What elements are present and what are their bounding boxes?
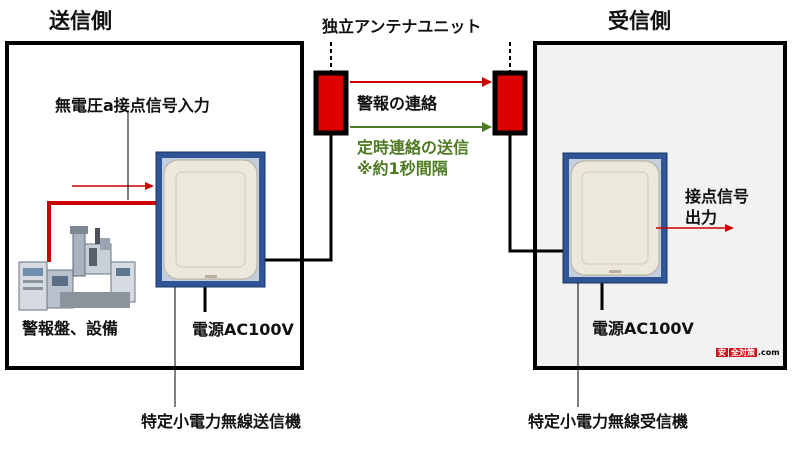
equipment-label: 警報盤、設備 xyxy=(22,319,119,338)
receiver-power-label: 電源AC100V xyxy=(592,319,694,338)
transmitter-label: 特定小電力無線送信機 xyxy=(141,412,302,431)
sender-power-label: 電源AC100V xyxy=(192,320,294,339)
receiver-antenna-cable xyxy=(508,133,563,253)
site-logo: 安全対策.com xyxy=(716,347,780,358)
periodic-label: 定時連絡の送信 xyxy=(357,138,470,157)
alarm-arrowhead xyxy=(482,77,492,87)
output-label: 接点信号 xyxy=(685,187,750,206)
logo-mark-2: 全対策 xyxy=(729,348,757,357)
output-label-2: 出力 xyxy=(685,208,718,227)
receiver-device xyxy=(562,152,668,284)
receiver-label: 特定小電力無線受信機 xyxy=(528,412,689,431)
equipment-illustration xyxy=(18,226,136,311)
signal-wire xyxy=(47,201,156,262)
antenna-title: 独立アンテナユニット xyxy=(322,17,482,36)
receiver-title: 受信側 xyxy=(608,9,671,33)
logo-suffix: .com xyxy=(758,348,780,357)
input-arrowhead xyxy=(145,182,154,190)
sender-title: 送信側 xyxy=(49,9,112,33)
sender-antenna-cable xyxy=(264,133,333,262)
periodic-arrowhead xyxy=(482,122,492,132)
sender-antenna-unit xyxy=(313,70,349,136)
periodic-interval-label: ※約1秒間隔 xyxy=(357,159,448,178)
logo-mark: 安 xyxy=(716,348,728,357)
receiver-antenna-unit xyxy=(492,70,528,136)
transmitter-device xyxy=(155,151,266,288)
input-label: 無電圧a接点信号入力 xyxy=(55,96,210,115)
alarm-label: 警報の連絡 xyxy=(357,94,438,113)
output-arrowhead xyxy=(725,224,734,232)
